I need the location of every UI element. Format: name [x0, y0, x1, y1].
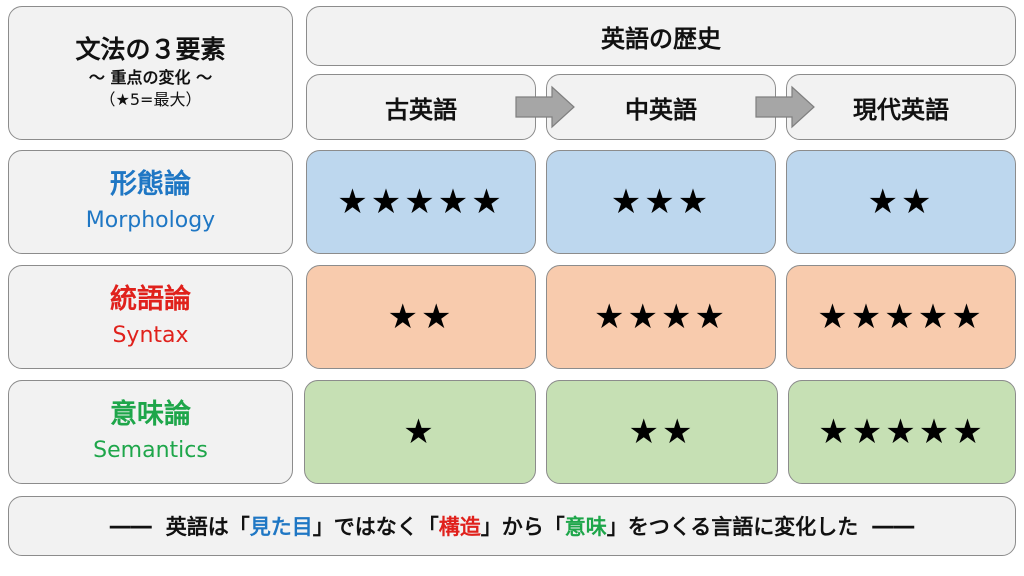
- star-rating: ★★★★★: [818, 412, 986, 452]
- rating-cell: ★★: [786, 150, 1016, 254]
- period-label: 現代英語: [853, 95, 949, 124]
- period-middle-english: 中英語: [546, 74, 776, 140]
- dash-right: ――: [872, 514, 915, 538]
- row-label-semantics: 意味論 Semantics: [8, 380, 293, 484]
- row-label-en: Morphology: [85, 208, 216, 234]
- conclusion-text-3: 」から「: [480, 515, 565, 539]
- period-label: 古英語: [385, 95, 457, 124]
- history-header-label: 英語の歴史: [601, 24, 721, 53]
- rating-cell: ★★★: [546, 150, 776, 254]
- highlight-structure: 構造: [438, 515, 481, 539]
- dash-left: ――: [109, 514, 152, 538]
- rating-cell: ★: [304, 380, 536, 484]
- star-rating: ★★★★★: [817, 297, 985, 337]
- period-label: 中英語: [625, 95, 697, 124]
- rating-cell: ★★: [546, 380, 778, 484]
- title-main: 文法の３要素: [75, 35, 226, 65]
- row-label-syntax: 統語論 Syntax: [8, 265, 293, 369]
- title-sub: 〜 重点の変化 〜: [88, 68, 213, 88]
- rating-cell: ★★★★★: [306, 150, 536, 254]
- conclusion-text-2: 」ではなく「: [312, 515, 439, 539]
- star-rating: ★★: [387, 297, 455, 337]
- history-header: 英語の歴史: [306, 6, 1016, 66]
- row-label-ja: 統語論: [110, 284, 191, 316]
- star-rating: ★★: [628, 412, 696, 452]
- conclusion-text-1: 英語は「: [165, 515, 250, 539]
- star-rating: ★★★★★: [337, 182, 505, 222]
- rating-cell: ★★★★★: [788, 380, 1016, 484]
- star-rating: ★★: [867, 182, 935, 222]
- rating-cell: ★★: [306, 265, 536, 369]
- row-label-morphology: 形態論 Morphology: [8, 150, 293, 254]
- rating-cell: ★★★★: [546, 265, 776, 369]
- period-modern-english: 現代英語: [786, 74, 1016, 140]
- arrow-right-icon: [515, 85, 575, 129]
- star-rating: ★★★: [610, 182, 712, 222]
- conclusion-text-4: 」をつくる言語に変化した: [606, 515, 859, 539]
- title-note: （★5=最大）: [99, 90, 202, 109]
- row-label-en: Syntax: [112, 323, 189, 349]
- row-label-ja: 形態論: [110, 169, 191, 201]
- period-old-english: 古英語: [306, 74, 536, 140]
- row-label-en: Semantics: [93, 438, 208, 464]
- conclusion-banner: ―― 英語は「 見た目 」ではなく「 構造 」から「 意味 」をつくる言語に変化…: [8, 496, 1016, 556]
- title-box: 文法の３要素 〜 重点の変化 〜 （★5=最大）: [8, 6, 293, 140]
- highlight-meaning: 意味: [564, 515, 607, 539]
- highlight-appearance: 見た目: [249, 515, 313, 539]
- rating-cell: ★★★★★: [786, 265, 1016, 369]
- star-rating: ★★★★: [594, 297, 728, 337]
- row-label-ja: 意味論: [110, 399, 191, 431]
- arrow-right-icon: [755, 85, 815, 129]
- star-rating: ★: [403, 412, 437, 452]
